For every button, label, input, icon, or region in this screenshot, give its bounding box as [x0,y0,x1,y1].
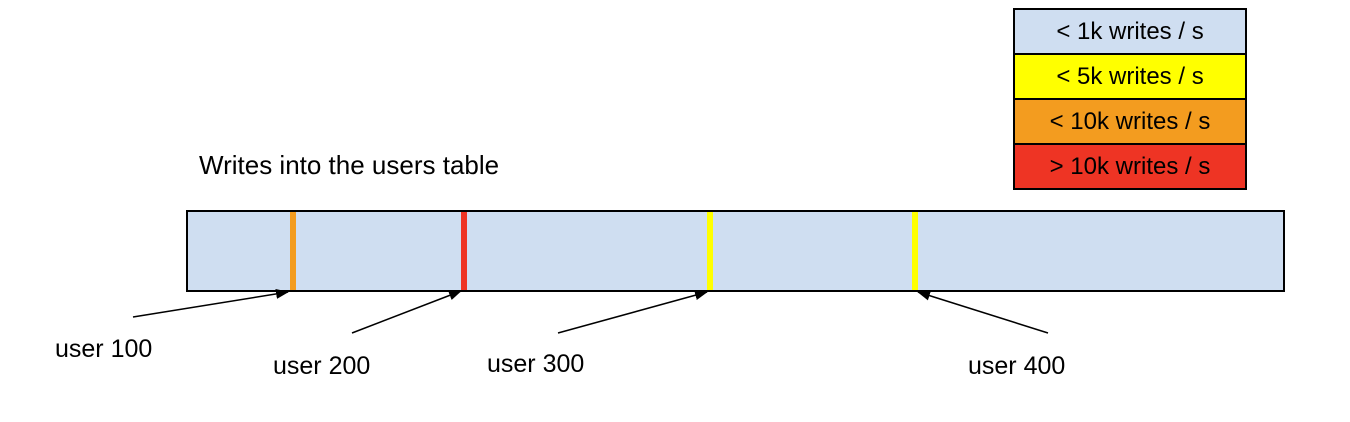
legend-item-gt-10k: > 10k writes / s [1013,143,1247,190]
label-user-300: user 300 [487,350,585,378]
write-hotspot-stripe-user-400 [911,212,918,290]
arrow-user-300 [557,290,708,334]
label-user-400: user 400 [968,352,1066,380]
label-user-200: user 200 [273,352,371,380]
label-user-100: user 100 [55,335,153,363]
write-hotspot-stripe-user-200 [460,212,467,290]
arrow-user-400 [917,290,1049,334]
users-table-bar [186,210,1285,292]
legend-item-lt-1k: < 1k writes / s [1013,8,1247,55]
write-hotspot-stripe-user-300 [707,212,714,290]
legend-item-lt-10k: < 10k writes / s [1013,98,1247,145]
arrow-user-100 [132,288,289,318]
legend-item-lt-5k: < 5k writes / s [1013,53,1247,100]
arrow-user-200 [351,290,462,334]
write-hotspot-stripe-user-100 [289,212,296,290]
legend: < 1k writes / s < 5k writes / s < 10k wr… [1013,8,1247,190]
diagram-title: Writes into the users table [199,150,500,180]
